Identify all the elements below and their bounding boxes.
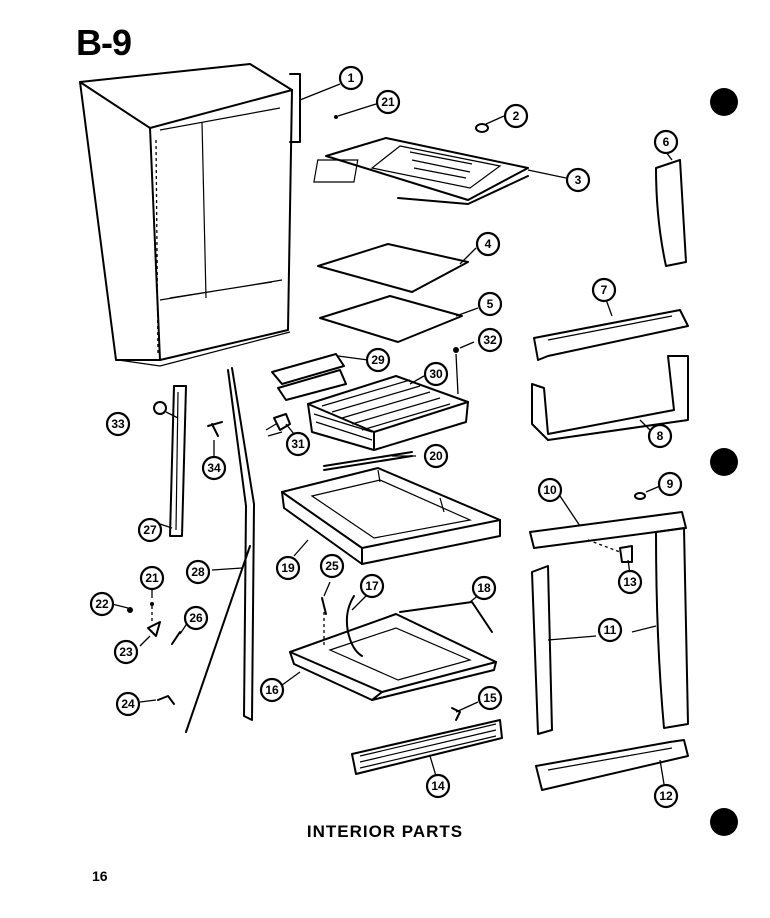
svg-text:24: 24 (121, 697, 135, 711)
svg-text:33: 33 (111, 417, 125, 431)
svg-text:4: 4 (485, 237, 492, 251)
binder-hole-top (710, 88, 738, 116)
callout-8: 8 (647, 423, 673, 449)
callout-29: 29 (365, 347, 391, 373)
cabinet (79, 63, 293, 367)
svg-text:18: 18 (477, 581, 491, 595)
svg-text:25: 25 (325, 559, 339, 573)
svg-text:26: 26 (189, 611, 203, 625)
svg-text:21: 21 (381, 95, 395, 109)
callout-5: 5 (477, 291, 503, 317)
bin-8 (531, 355, 689, 441)
svg-text:27: 27 (143, 523, 157, 537)
svg-text:2: 2 (513, 109, 520, 123)
evaporator (271, 353, 469, 451)
tray (289, 613, 497, 701)
callout-9: 9 (657, 471, 683, 497)
svg-text:19: 19 (281, 561, 295, 575)
side-trim-6 (655, 159, 687, 267)
svg-text:5: 5 (487, 297, 494, 311)
svg-text:31: 31 (291, 437, 305, 451)
callout-21-top: 21 (375, 89, 401, 115)
page-number: 16 (92, 868, 108, 884)
svg-text:32: 32 (483, 333, 497, 347)
svg-text:16: 16 (265, 683, 279, 697)
callout-15: 15 (477, 685, 503, 711)
svg-text:30: 30 (429, 367, 443, 381)
callout-30: 30 (423, 361, 449, 387)
svg-text:6: 6 (663, 135, 670, 149)
callout-2: 2 (503, 103, 529, 129)
svg-text:7: 7 (601, 283, 608, 297)
callout-22: 22 (89, 591, 115, 617)
callout-16: 16 (259, 677, 285, 703)
callout-10: 10 (537, 477, 563, 503)
callout-19: 19 (275, 555, 301, 581)
callout-33: 33 (105, 411, 131, 437)
callout-3: 3 (565, 167, 591, 193)
svg-text:23: 23 (119, 645, 133, 659)
callout-21-left: 21 (139, 565, 165, 591)
callout-18: 18 (471, 575, 497, 601)
svg-text:28: 28 (191, 565, 205, 579)
svg-text:8: 8 (657, 429, 664, 443)
svg-text:1: 1 (348, 71, 355, 85)
callout-17: 17 (359, 573, 385, 599)
svg-text:11: 11 (604, 623, 617, 637)
callout-1: 1 (338, 65, 364, 91)
svg-text:13: 13 (623, 575, 637, 589)
callout-23: 23 (113, 639, 139, 665)
svg-text:10: 10 (543, 483, 557, 497)
svg-text:20: 20 (429, 449, 443, 463)
diagram-caption: INTERIOR PARTS (306, 822, 464, 841)
callout-24: 24 (115, 691, 141, 717)
callout-31: 31 (285, 431, 311, 457)
svg-text:12: 12 (659, 789, 673, 803)
callout-11: 11 (597, 617, 623, 643)
side-strip-left (531, 565, 553, 735)
svg-text:29: 29 (371, 353, 385, 367)
trim-10 (529, 511, 687, 549)
svg-text:17: 17 (365, 579, 379, 593)
svg-text:34: 34 (207, 461, 221, 475)
callout-25: 25 (319, 553, 345, 579)
callout-7: 7 (591, 277, 617, 303)
svg-text:21: 21 (145, 571, 159, 585)
top-panel (313, 137, 529, 205)
callout-13: 13 (617, 569, 643, 595)
callout-6: 6 (653, 129, 679, 155)
binder-hole-middle (710, 448, 738, 476)
drain-pan (281, 467, 501, 565)
callout-26: 26 (183, 605, 209, 631)
tray-12 (535, 739, 689, 791)
panel-5 (319, 295, 463, 343)
callout-12: 12 (653, 783, 679, 809)
svg-text:3: 3 (575, 173, 582, 187)
binder-hole-bottom (710, 808, 738, 836)
svg-text:9: 9 (667, 477, 674, 491)
callout-27: 27 (137, 517, 163, 543)
front-grille (351, 719, 503, 775)
callout-32: 32 (477, 327, 503, 353)
svg-text:22: 22 (95, 597, 109, 611)
svg-text:15: 15 (483, 691, 497, 705)
callout-14: 14 (425, 773, 451, 799)
callout-20-lower: 20 (423, 443, 449, 469)
sheet-id: B-9 (76, 22, 132, 63)
shelf-7 (533, 309, 689, 361)
callout-34: 34 (201, 455, 227, 481)
side-strip-right (655, 527, 689, 729)
callout-4: 4 (475, 231, 501, 257)
callout-28: 28 (185, 559, 211, 585)
panel-4 (317, 243, 469, 293)
svg-text:14: 14 (431, 779, 445, 793)
